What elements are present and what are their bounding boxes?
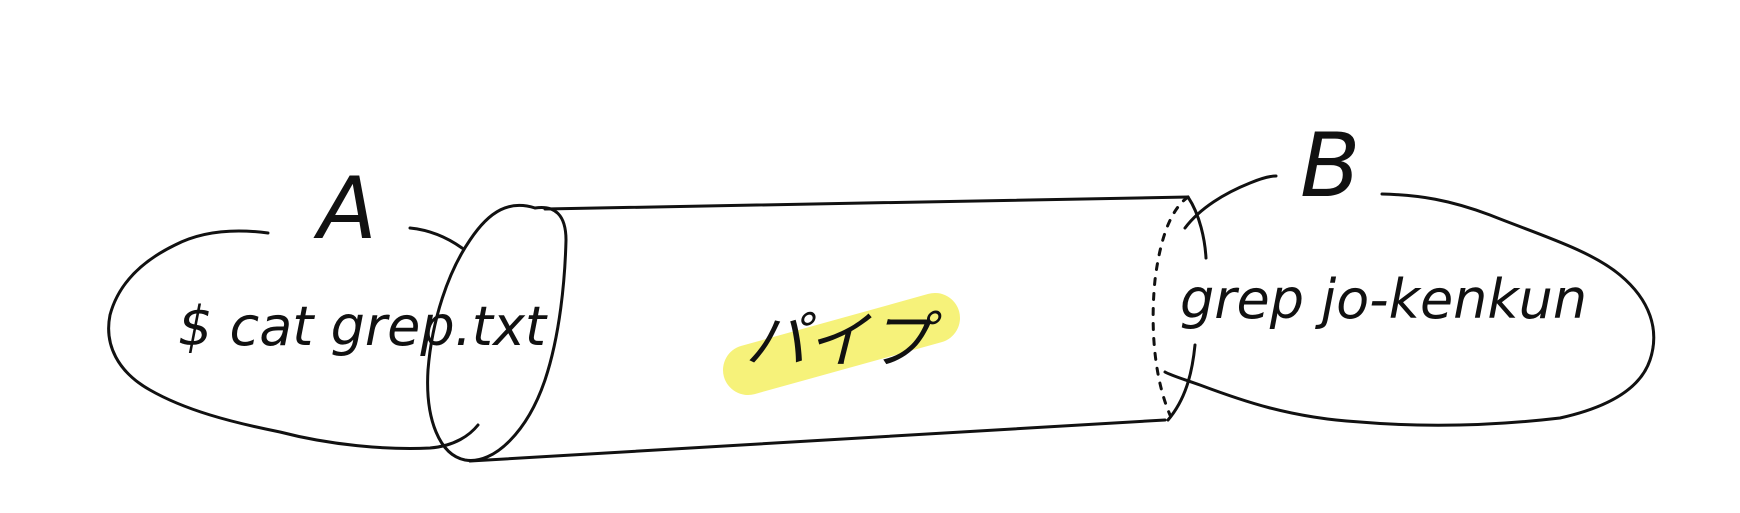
node-a-label: A	[313, 159, 377, 259]
pipe-label: パイプ	[745, 304, 943, 377]
node-a-command: $ cat grep.txt	[178, 295, 548, 358]
left-process-cloud	[107, 229, 480, 450]
pipe-right-end-hidden	[1151, 195, 1190, 417]
node-b-label: B	[1300, 114, 1360, 217]
pipe-left-end	[426, 203, 568, 462]
right-process-cloud	[1183, 174, 1278, 230]
node-b-command: grep jo-kenkun	[1180, 268, 1587, 331]
pipe-right-end-lower	[1166, 343, 1197, 422]
left-cloud-top-right	[408, 226, 464, 250]
right-cloud-body	[1163, 192, 1656, 427]
pipe-top-edge	[543, 195, 1190, 211]
pipe-bottom-edge	[468, 418, 1167, 463]
pipe-label-highlight	[723, 293, 960, 395]
pipe-right-end-visible	[1186, 195, 1208, 260]
